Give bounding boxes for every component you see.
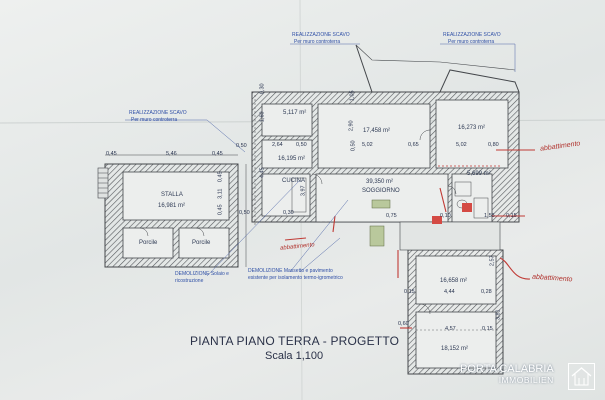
room-porcile-1: Porcile [139, 240, 158, 246]
room-b-area: 16,195 m² [278, 156, 306, 162]
room-c-area: 17,458 m² [363, 128, 391, 134]
dim-v-low-2: 3,81 [495, 309, 502, 321]
room-a-area: 5,117 m² [283, 110, 307, 116]
dim-v7: 1,05 [349, 90, 356, 102]
dim-s1-1: 0,75 [386, 213, 397, 219]
annotation-demolizione-2-line2: esistente per isolamento termo-igrometri… [248, 275, 343, 281]
dim-left-b: 0,50 [236, 143, 247, 149]
dim-cols-b-1: 2,64 [272, 142, 283, 148]
dim-top-left-2: 5,46 [166, 151, 177, 157]
annotation-demolizione-2-line1: DEMOLIZIONE Massetto e pavimento [248, 268, 333, 274]
annotation-scavo-left-sub: Per muro controterra [131, 117, 178, 123]
room-stalla-name: STALLA [161, 192, 183, 198]
annotation-leaders [125, 43, 516, 277]
dim-low2-1: 4,57 [445, 326, 456, 332]
dim-c2-2: 0,80 [488, 142, 499, 148]
dim-bottom-left: 0,60 [398, 321, 409, 327]
dim-low1-3: 0,28 [481, 289, 492, 295]
drawing-title: PIANTA PIANO TERRA - PROGETTO [190, 334, 400, 348]
dim-v2: 4,45 [259, 167, 266, 179]
annotation-scavo-mid-title: REALIZZAZIONE SCAVO [292, 32, 350, 38]
room-bath-area: 5,699 m² [467, 171, 491, 177]
annotation-scavo-mid-sub: Per muro controterra [294, 39, 341, 45]
dim-s1-3: 1,55 [484, 213, 495, 219]
annotation-scavo-left-title: REALIZZAZIONE SCAVO [129, 110, 187, 116]
dim-cols-b-2: 0,50 [296, 142, 307, 148]
annotation-demolizione-1-line2: ricostruzione [175, 278, 204, 284]
dim-v1: 1,60 [259, 111, 266, 123]
room-porcile-2: Porcile [192, 240, 211, 246]
stalla-wing [97, 154, 247, 268]
dim-v-low-1: 2,57 [489, 255, 496, 267]
dim-v8: 2,90 [348, 120, 355, 132]
red-markups [284, 149, 535, 329]
room-soggiorno-area: 39,350 m² [366, 179, 394, 185]
watermark-name: PORTA CALABRIA [460, 363, 554, 375]
dim-v4: 0,50 [239, 210, 250, 216]
room-e-area: 16,658 m² [440, 278, 468, 284]
dim-top-left-3: 0,45 [212, 151, 223, 157]
dim-s1-2: 0,10 [440, 213, 451, 219]
dim-v6: 3,97 [300, 185, 307, 197]
dim-v3: 0,30 [259, 83, 266, 95]
room-soggiorno-name: SOGGIORNO [362, 188, 400, 194]
dim-stalla-side-2: 3,11 [217, 188, 224, 199]
dim-low1-2: 4,44 [444, 289, 455, 295]
dim-stalla-side-1: 0,45 [217, 171, 224, 183]
dim-v5: 0,30 [283, 210, 294, 216]
watermark: PORTA CALABRIA IMMOBILIEN [460, 363, 554, 385]
watermark-sub: IMMOBILIEN [498, 375, 554, 385]
dim-top-left-1: 0,45 [106, 151, 117, 157]
drawing-scale: Scala 1,100 [265, 350, 324, 362]
room-d-area: 16,273 m² [458, 125, 486, 131]
annotation-demolizione-1-line1: DEMOLIZIONE Solaio e [175, 271, 229, 277]
annotation-scavo-right-title: REALIZZAZIONE SCAVO [443, 32, 501, 38]
dim-c2-1: 5,02 [456, 142, 467, 148]
dim-low2-2: 0,15 [482, 326, 493, 332]
dim-c1-2: 0,65 [408, 142, 419, 148]
room-stalla-area: 16,981 m² [158, 203, 186, 209]
room-f-area: 18,152 m² [441, 346, 469, 352]
annotation-scavo-right-sub: Per muro controterra [448, 39, 495, 45]
dim-c1-1: 5,02 [362, 142, 373, 148]
dim-stalla-side-3: 0,45 [217, 204, 224, 216]
room-cucina: CUCINA [282, 178, 306, 184]
dim-v9: 0,50 [350, 140, 357, 152]
dim-s1-4: 0,15 [506, 213, 517, 219]
dim-low1-1: 0,15 [404, 289, 415, 295]
lower-right-wing [399, 221, 504, 375]
house-logo-icon [568, 363, 595, 390]
